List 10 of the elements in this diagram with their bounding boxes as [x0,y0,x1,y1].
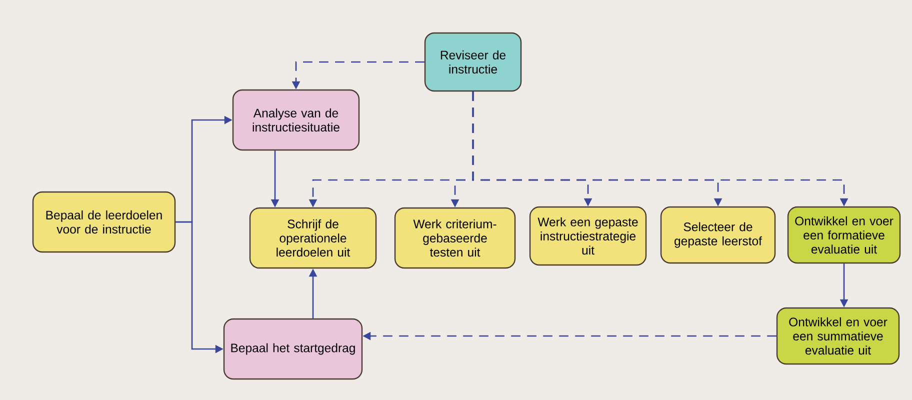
process-box: Werk een gepaste instructiestrategie uit [529,206,647,266]
process-box: Werk criterium-gebaseerde testen uit [394,207,516,269]
process-box: Analyse van de instructiesituatie [232,89,360,151]
process-box: Bepaal de leerdoelen voor de instructie [32,191,176,253]
process-box: Bepaal het startgedrag [223,318,363,380]
process-box: Ontwikkel en voer een formatieve evaluatie uit [787,206,901,264]
process-box: Reviseer de instructie [424,32,522,92]
process-box: Selecteer de gepaste leerstof [660,206,776,264]
process-box: Schrijf de operationele leerdoelen uit [249,207,377,269]
process-box: Ontwikkel en voer een summatieve evaluatie uit [776,307,900,365]
